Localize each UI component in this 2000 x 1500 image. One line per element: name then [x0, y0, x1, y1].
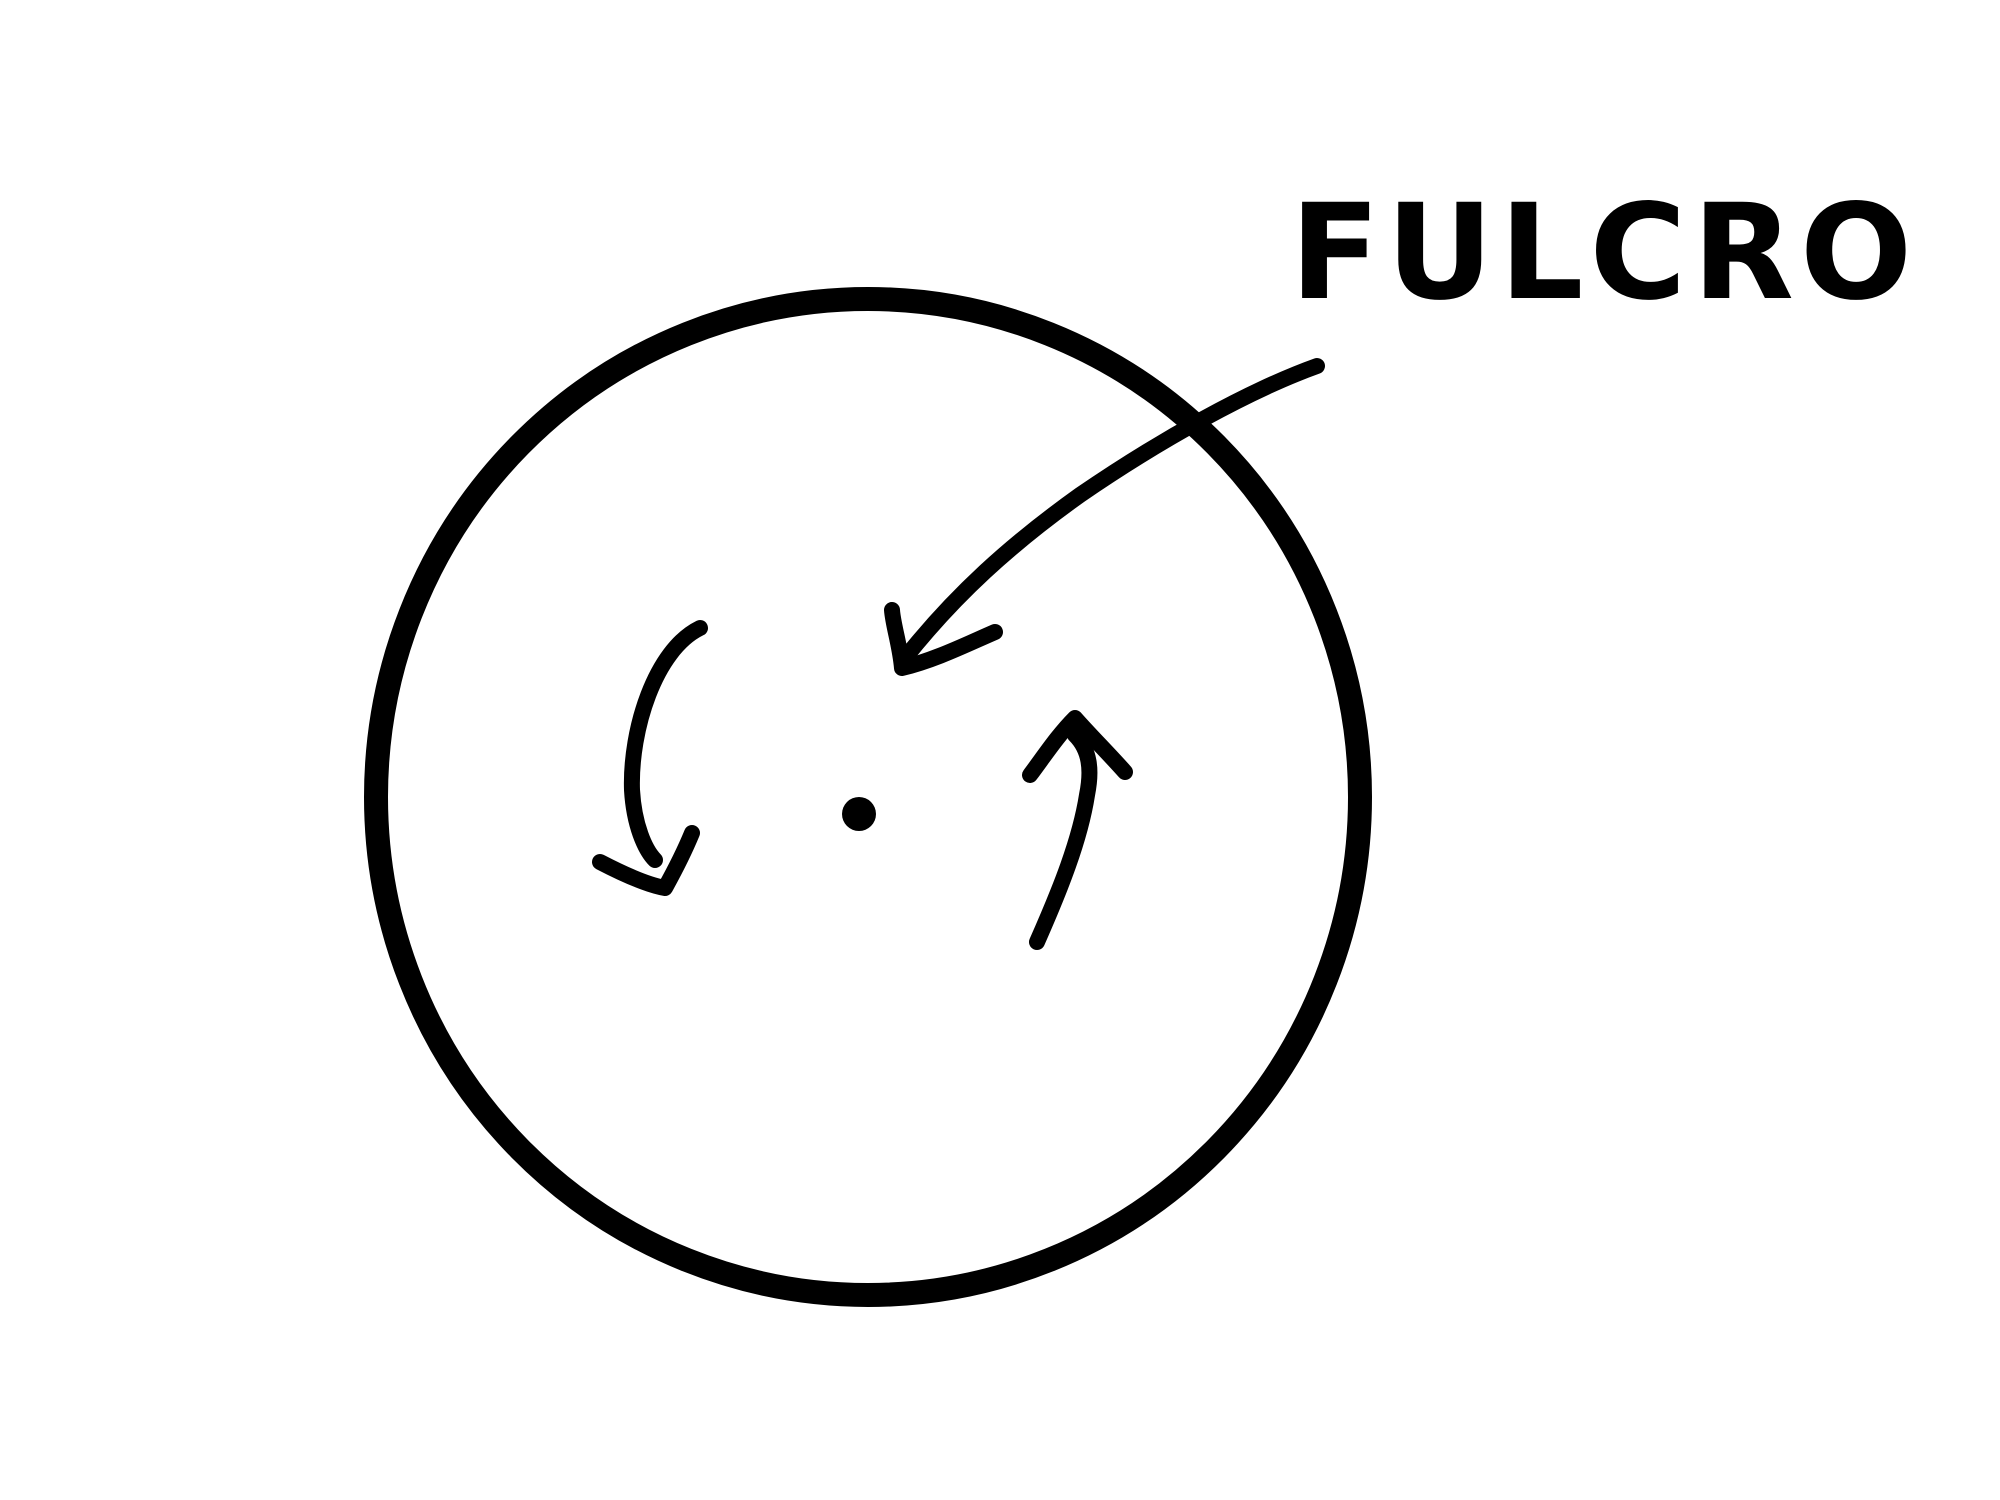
rotation-arrow-left-shaft — [623, 620, 708, 868]
fulcrum-pointer-arrow — [884, 358, 1325, 676]
rotation-arrow-left-head — [592, 825, 700, 896]
rotation-arrow-right — [1022, 710, 1133, 950]
pivot-dot — [842, 797, 876, 831]
wheel-circle — [364, 287, 1372, 1307]
rotation-arrow-right-shaft — [1029, 727, 1098, 950]
pointer-arrow-head — [884, 602, 1003, 676]
rotation-arrow-left — [592, 620, 708, 896]
fulcrum-label: FULCRO — [1290, 176, 1918, 330]
rotation-arrow-right-head — [1022, 710, 1133, 783]
pointer-arrow-shaft — [897, 358, 1325, 666]
